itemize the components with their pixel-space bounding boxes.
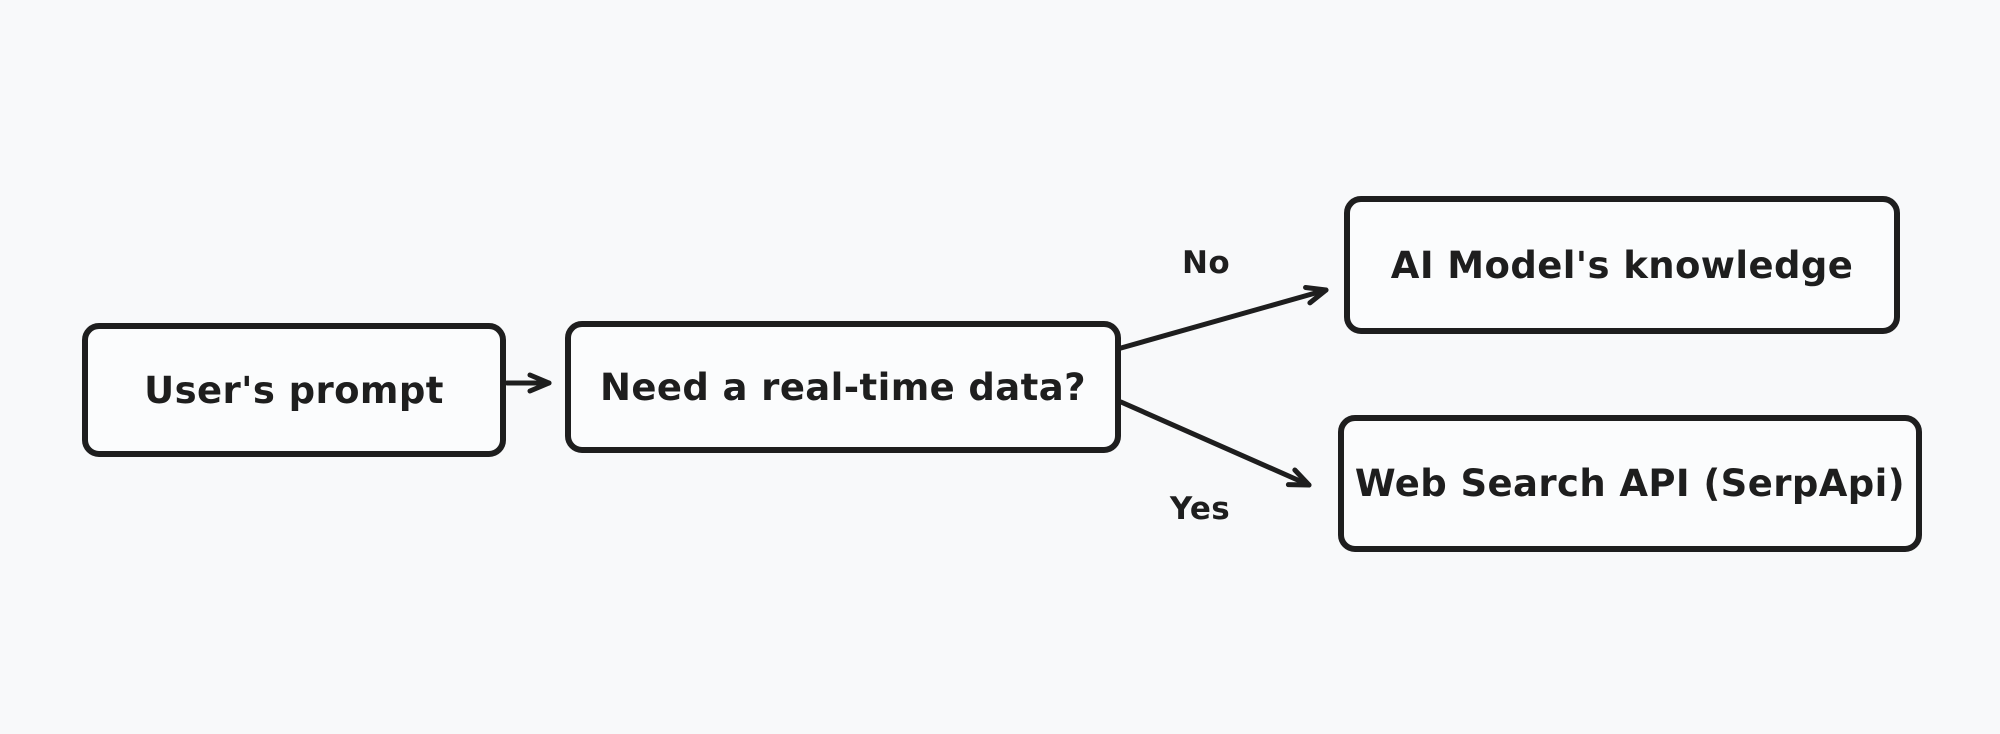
node-web-search-label: Web Search API (SerpApi): [1354, 462, 1906, 505]
node-web-search-api: Web Search API (SerpApi): [1338, 415, 1922, 552]
node-ai-model-knowledge: AI Model's knowledge: [1344, 196, 1900, 334]
edge-label-yes: Yes: [1153, 487, 1247, 531]
node-users-prompt: User's prompt: [82, 323, 506, 457]
edge-decision-to-ai-no-arrow: [1118, 284, 1329, 351]
edge-label-yes-text: Yes: [1169, 491, 1231, 527]
node-need-realtime-decision: Need a real-time data?: [565, 321, 1121, 453]
edge-decision-to-web-yes-arrow: [1118, 399, 1312, 488]
node-ai-knowledge-label: AI Model's knowledge: [1390, 243, 1854, 287]
edge-label-no-text: No: [1181, 245, 1231, 281]
node-users-prompt-label: User's prompt: [144, 368, 444, 412]
node-need-realtime-label: Need a real-time data?: [600, 365, 1086, 409]
edge-label-no: No: [1164, 241, 1248, 285]
